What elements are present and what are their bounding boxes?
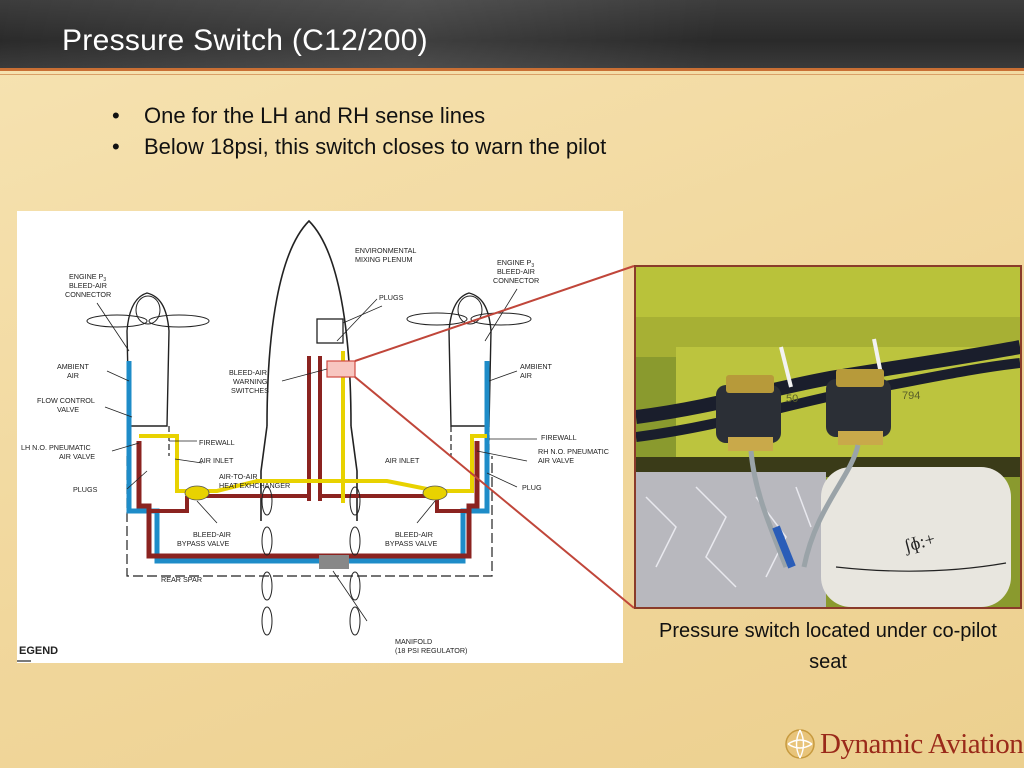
foil-insulation (636, 472, 826, 607)
logo-wordmark: Dynamic Aviation (820, 728, 1024, 760)
pressure-switch-left-cap (726, 375, 774, 393)
pressure-switch-right (826, 379, 891, 437)
label-line: BLEED-AIR (229, 368, 267, 377)
label-line: HEAT EXHCHANGER (219, 481, 290, 490)
label-line: CONNECTOR (65, 290, 111, 299)
label-line: MIXING PLENUM (355, 255, 413, 264)
foil-crinkles (645, 486, 812, 588)
bullet-list: One for the LH and RH sense lines Below … (112, 100, 606, 162)
pressure-switch-left-base (728, 437, 773, 451)
label-line: 3 (103, 277, 106, 283)
pressure-switch-left (716, 385, 781, 443)
lh-nacelle (126, 292, 170, 427)
white-duct (821, 467, 1011, 607)
rear-spar-outline (126, 456, 493, 577)
label-plugs-left: PLUGS (73, 485, 98, 494)
slide-title: Pressure Switch (C12/200) (62, 24, 428, 57)
lh-bypass-valve (184, 485, 210, 501)
label-line: WARNING (233, 377, 268, 386)
title-accent-rule (0, 68, 1024, 71)
label-line: AIR (67, 371, 79, 380)
label-line: LH N.O. PNEUMATIC (21, 443, 91, 452)
label-line: ENGINE P (497, 258, 532, 267)
label-line: BYPASS VALVE (177, 539, 230, 548)
center-bleed-line (307, 356, 322, 501)
label-line: BLEED-AIR (193, 530, 231, 539)
fuselage-outline (266, 219, 352, 427)
label-line: BLEED-AIR (395, 530, 433, 539)
lh-propeller (148, 314, 210, 328)
sense-tube (801, 444, 861, 568)
rh-propeller (406, 312, 468, 326)
company-logo: Dynamic Aviation (784, 726, 1024, 766)
manifold-regulator (319, 555, 349, 569)
label-plug-right: PLUG (522, 483, 542, 492)
label-air-inlet-left: AIR INLET (199, 456, 234, 465)
label-line: VALVE (57, 405, 79, 414)
label-line: AIR-TO-AIR (219, 472, 258, 481)
bullet-item: Below 18psi, this switch closes to warn … (112, 131, 606, 162)
label-line: SWITCHES (231, 386, 269, 395)
pressure-switch-right-base (838, 431, 883, 445)
rh-propeller (457, 295, 483, 325)
blue-sleeve (772, 525, 796, 569)
label-line: BLEED-AIR (69, 281, 107, 290)
lh-propeller (135, 295, 161, 325)
duct-pen-line (835, 562, 1007, 572)
label-legend: EGEND (19, 645, 58, 657)
pressure-switch-photo: ʃɸ:+ 50 794 (634, 265, 1022, 609)
label-plugs-top: PLUGS (379, 293, 404, 302)
title-bar-sheen (0, 0, 1024, 68)
warning-sense-line (139, 434, 487, 493)
sense-tube (748, 450, 789, 568)
label-line: AMBIENT (57, 362, 90, 371)
cable-bundle (636, 340, 1020, 424)
label-line: AIR VALVE (538, 456, 574, 465)
label-line: ENVIRONMENTAL (355, 246, 416, 255)
label-manifold: MANIFOLD(18 PSI REGULATOR) (395, 637, 467, 655)
label-line: BYPASS VALVE (385, 539, 438, 548)
label-line: FLOW CONTROL (37, 396, 95, 405)
bullet-item: One for the LH and RH sense lines (112, 100, 606, 131)
bleed-air-warning-switch-highlight (326, 360, 356, 378)
lh-propeller (86, 314, 148, 328)
label-line: (18 PSI REGULATOR) (395, 646, 467, 655)
label-line: BLEED-AIR (497, 267, 535, 276)
logo-globe-icon (785, 729, 815, 759)
label-rear-spar: REAR SPAR (161, 575, 202, 584)
label-line: AMBIENT (520, 362, 553, 371)
stamped-marking: 50 (786, 393, 798, 405)
lh-bleed-air-line (136, 441, 317, 559)
label-line: AIR VALVE (59, 452, 95, 461)
title-accent-rule-thin (0, 74, 1024, 75)
label-firewall-left: FIREWALL (199, 438, 235, 447)
label-line: MANIFOLD (395, 637, 432, 646)
label-line: RH N.O. PNEUMATIC (538, 447, 609, 456)
label-firewall-right: FIREWALL (541, 433, 577, 442)
rh-bypass-valve (422, 485, 448, 501)
pressure-switch-right-cap (836, 369, 884, 387)
title-bar: Pressure Switch (C12/200) (0, 0, 1024, 68)
label-air-inlet-right: AIR INLET (385, 456, 420, 465)
label-line: ENGINE P (69, 272, 104, 281)
label-line: AIR (520, 371, 532, 380)
mixing-plenum (316, 318, 344, 344)
label-line: CONNECTOR (493, 276, 539, 285)
stamped-marking: 794 (902, 390, 920, 402)
photo-caption: Pressure switch located under co-pilot s… (659, 620, 997, 673)
